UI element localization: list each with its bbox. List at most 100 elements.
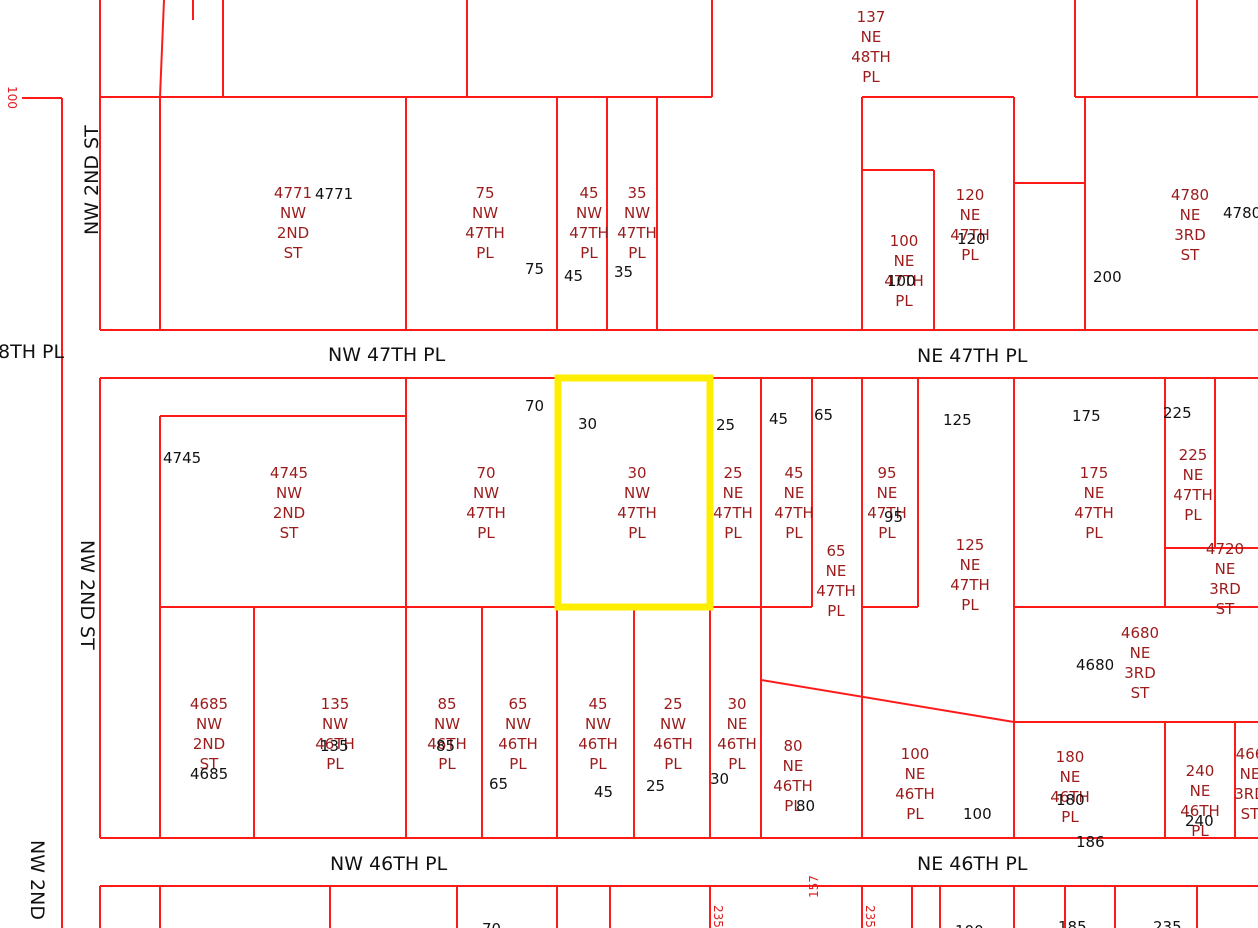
parcel-address-line: 2ND — [193, 735, 225, 753]
parcel-address-line: 47TH — [1074, 504, 1114, 522]
parcel-address-line: PL — [438, 755, 456, 773]
parcel-address-line: 47TH — [867, 504, 907, 522]
house-number: 120 — [957, 230, 986, 248]
parcel-address-line: 3RD — [1234, 785, 1258, 803]
house-number: 185 — [1058, 918, 1087, 928]
dimension-label: 100 — [5, 86, 19, 109]
parcel-address-line: NW — [624, 204, 650, 222]
parcel-address-line: PL — [1184, 506, 1202, 524]
parcel-address-line: NW — [322, 715, 348, 733]
parcel-address-line: ST — [280, 524, 300, 542]
parcel-address-line: PL — [628, 524, 646, 542]
parcel-address-line: ST — [200, 755, 220, 773]
street-label-nw-46th-pl: NW 46TH PL — [330, 853, 448, 875]
parcel-address-line: PL — [895, 292, 913, 310]
parcel-address-line: 95 — [877, 464, 896, 482]
parcel-address-line: 180 — [1056, 748, 1085, 766]
house-number: 240 — [1185, 812, 1214, 830]
parcel-address-line: PL — [1061, 808, 1079, 826]
parcel-address-line: NE — [727, 715, 748, 733]
selected-parcel-highlight[interactable] — [554, 374, 714, 611]
parcel-address-line: 46TH — [315, 735, 355, 753]
parcel-address-line: 35 — [627, 184, 646, 202]
parcel-address-line: 47TH — [950, 576, 990, 594]
parcel-address-line: NE — [723, 484, 744, 502]
house-number: 125 — [943, 411, 972, 429]
parcel-address-line: 47TH — [465, 224, 505, 242]
parcel-address-line: PL — [589, 755, 607, 773]
parcel-address-line: NW — [576, 204, 602, 222]
house-number: 35 — [614, 263, 633, 281]
house-number: 25 — [716, 416, 735, 434]
parcel-address-line: 47TH — [617, 224, 657, 242]
parcel-address-line: 75 — [475, 184, 494, 202]
parcel-address-line: 2ND — [273, 504, 305, 522]
parcel-address-line: 240 — [1186, 762, 1215, 780]
parcel-address-line: NE — [905, 765, 926, 783]
parcel-address-line: NE — [1215, 560, 1236, 578]
parcel-address-line: PL — [477, 524, 495, 542]
dimension-label: 157 — [807, 875, 821, 898]
parcel-address-line: 137 — [857, 8, 886, 26]
house-number: 225 — [1163, 404, 1192, 422]
parcel-address-line: PL — [784, 797, 802, 815]
parcel-address-line: 4720 — [1206, 540, 1244, 558]
parcel-address-line: PL — [724, 524, 742, 542]
house-number: 4780 — [1223, 204, 1258, 222]
parcel-address-line: 100 — [901, 745, 930, 763]
street-label-nw-2nd-st-mid: NW 2ND ST — [76, 540, 98, 650]
parcel-address-line: 125 — [956, 536, 985, 554]
parcel-address-line: 135 — [321, 695, 350, 713]
parcel-address-line: 45 — [784, 464, 803, 482]
parcel-address-line: NE — [861, 28, 882, 46]
parcel-address-line: PL — [628, 244, 646, 262]
street-label-ne-47th-pl: NE 47TH PL — [917, 345, 1028, 367]
street-label-ne-46th-pl: NE 46TH PL — [917, 853, 1028, 875]
parcel-address-line: 70 — [476, 464, 495, 482]
parcel-address-line: 47TH — [713, 504, 753, 522]
parcel-address-line: 80 — [783, 737, 802, 755]
parcel-address-line: PL — [906, 805, 924, 823]
parcel-address-line: PL — [728, 755, 746, 773]
dimension-label: 235 — [863, 905, 877, 928]
parcel-address-line: 3RD — [1209, 580, 1241, 598]
house-number: 30 — [710, 770, 729, 788]
parcel-address-line: NE — [1190, 782, 1211, 800]
parcel-address-line: NE — [1183, 466, 1204, 484]
parcel-address-line: 4771 — [274, 184, 312, 202]
parcel-address-line: 4745 — [270, 464, 308, 482]
house-number: 186 — [1076, 833, 1105, 851]
parcel-address-line: NW — [276, 484, 302, 502]
parcel-address-line: PL — [1085, 524, 1103, 542]
house-number: 95 — [884, 508, 903, 526]
parcel-address-line: 47TH — [1173, 486, 1213, 504]
parcel-address-line: NW — [196, 715, 222, 733]
house-number: 4685 — [190, 765, 228, 783]
parcel-address-line: NW — [434, 715, 460, 733]
parcel-address-line: 46TH — [498, 735, 538, 753]
parcel-address-line: NW — [624, 484, 650, 502]
parcel-address-line: NE — [1060, 768, 1081, 786]
parcel-edge — [159, 0, 165, 98]
parcel-address-line: 46TH — [578, 735, 618, 753]
parcel-address-line: PL — [509, 755, 527, 773]
street-label-nw-2nd-st-top: NW 2ND ST — [81, 125, 103, 235]
house-number: 65 — [814, 406, 833, 424]
parcel-address-line: 65 — [508, 695, 527, 713]
parcel-address-line: PL — [785, 524, 803, 542]
